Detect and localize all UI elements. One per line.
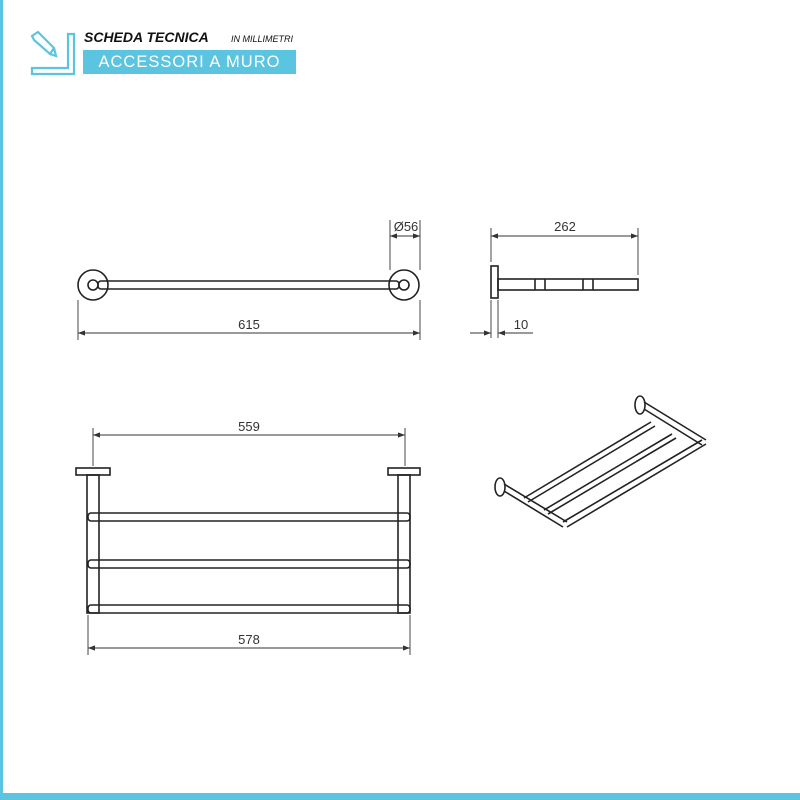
dim-front-length: 615 [238,317,260,332]
dim-diameter: Ø56 [394,219,419,234]
dim-outer-width: 578 [238,632,260,647]
dim-inner-width: 559 [238,419,260,434]
category-banner: ACCESSORI A MURO [83,50,296,74]
side-view [490,265,639,299]
units-note: IN MILLIMETRI [231,34,294,44]
border-bottom [0,793,800,800]
front-view [77,269,420,301]
dim-plate-thickness: 10 [514,317,528,332]
isometric-view [494,395,707,528]
sheet-title: SCHEDA TECNICA [84,29,209,45]
dim-depth: 262 [554,219,576,234]
top-view [75,467,421,614]
border-left [0,0,3,800]
ruler-pencil-icon [30,30,76,76]
